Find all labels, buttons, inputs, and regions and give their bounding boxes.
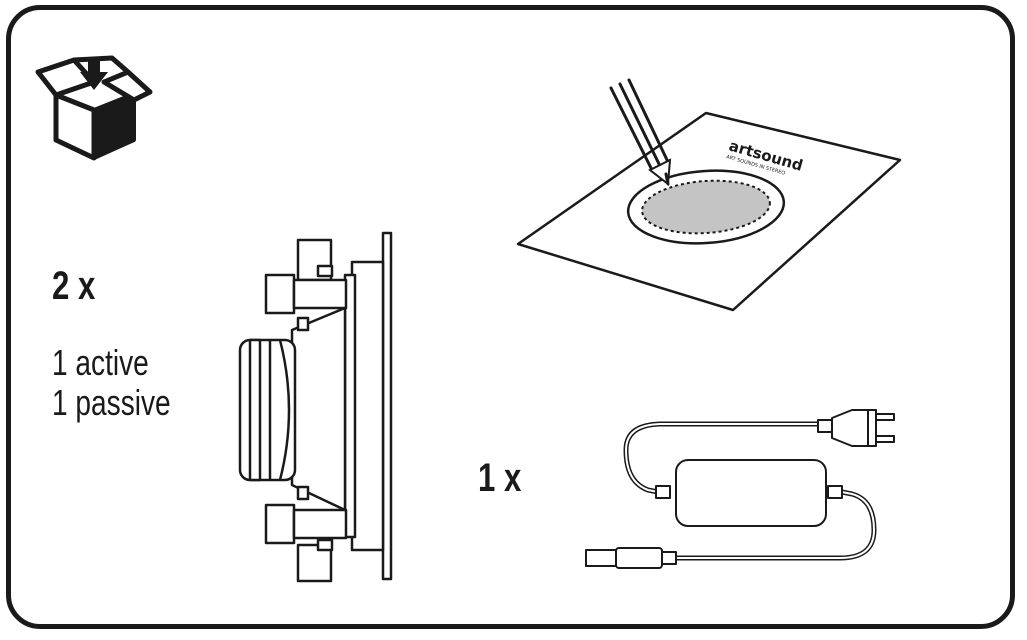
speaker-active-label: 1 active (52, 342, 149, 383)
cut-out-template: artsound ART SOUNDS IN STEREO (516, 111, 902, 312)
speaker-side-view (238, 231, 393, 583)
speaker-quantity-label: 2 x (52, 264, 96, 308)
adapter-quantity-label: 1 x (478, 456, 522, 500)
diagram-frame (6, 5, 1015, 629)
package-unbox-icon (35, 55, 153, 161)
power-adapter-icon (585, 409, 895, 569)
pencil-icon (609, 78, 672, 186)
speaker-passive-label: 1 passive (52, 382, 171, 423)
